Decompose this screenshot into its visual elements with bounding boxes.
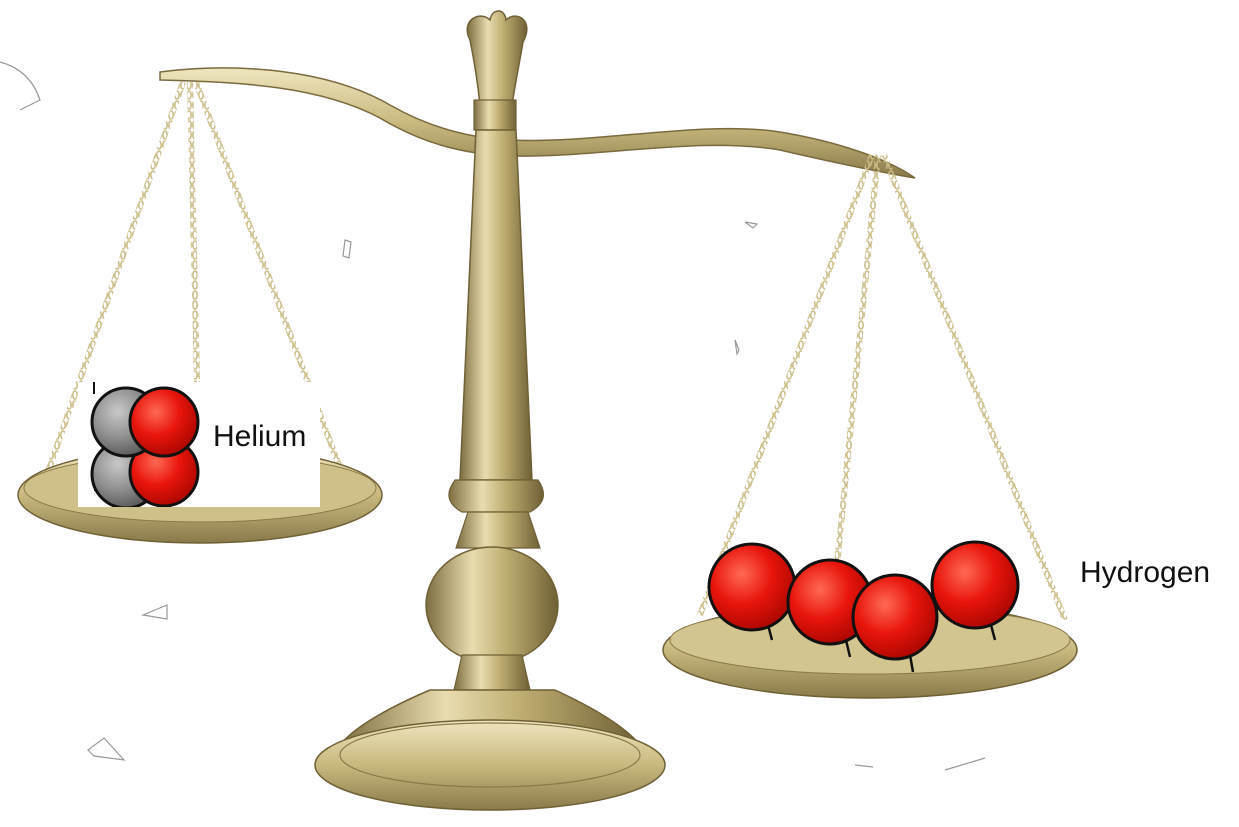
proton [130,388,198,456]
helium-label: Helium [213,420,306,454]
crown-finial [467,11,527,130]
balance-column [315,130,665,810]
balance-beam [160,68,915,178]
hydrogen-label: Hydrogen [1080,556,1210,590]
